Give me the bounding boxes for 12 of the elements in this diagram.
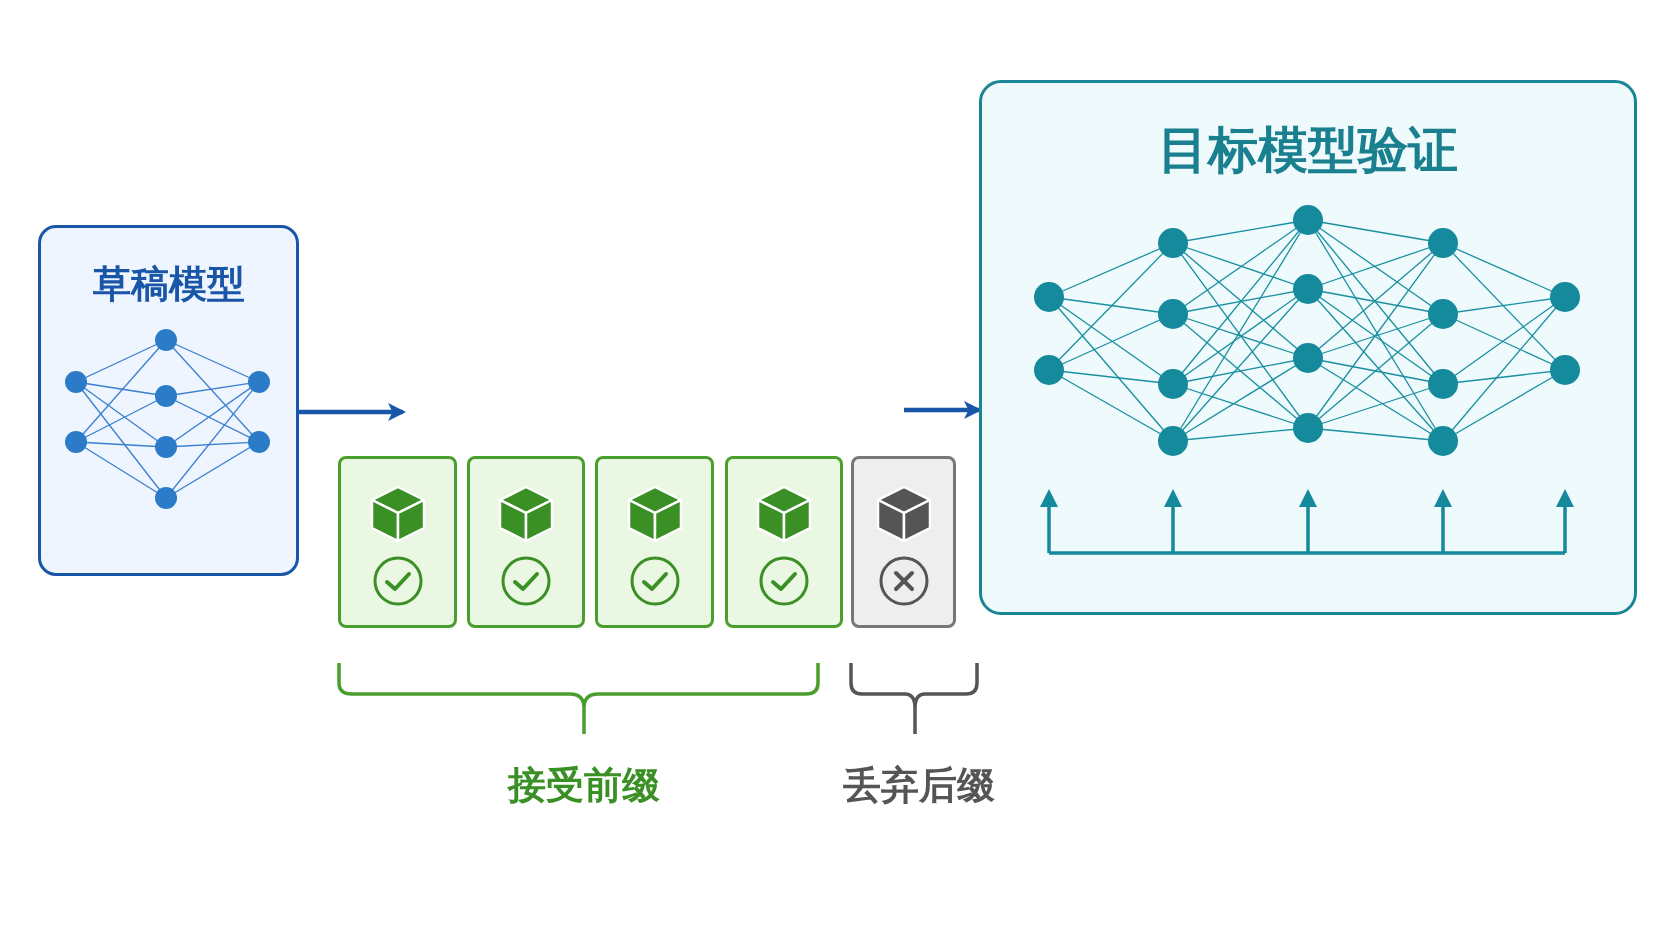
rejected-token-card	[851, 456, 956, 628]
panel-title: 草稿模型	[92, 261, 245, 308]
accepted-token-card	[725, 456, 843, 628]
accepted-token-card	[467, 456, 585, 628]
arrow	[299, 403, 406, 421]
accepted-token-card	[338, 456, 457, 628]
bracket-label: 接受前缀	[508, 761, 660, 809]
accepted-token-card	[595, 456, 714, 628]
draft-model-panel	[38, 225, 299, 576]
panel-title: 目标模型验证	[1158, 120, 1458, 181]
bracket-label: 丢弃后缀	[843, 761, 995, 809]
target-model-panel	[979, 80, 1637, 615]
